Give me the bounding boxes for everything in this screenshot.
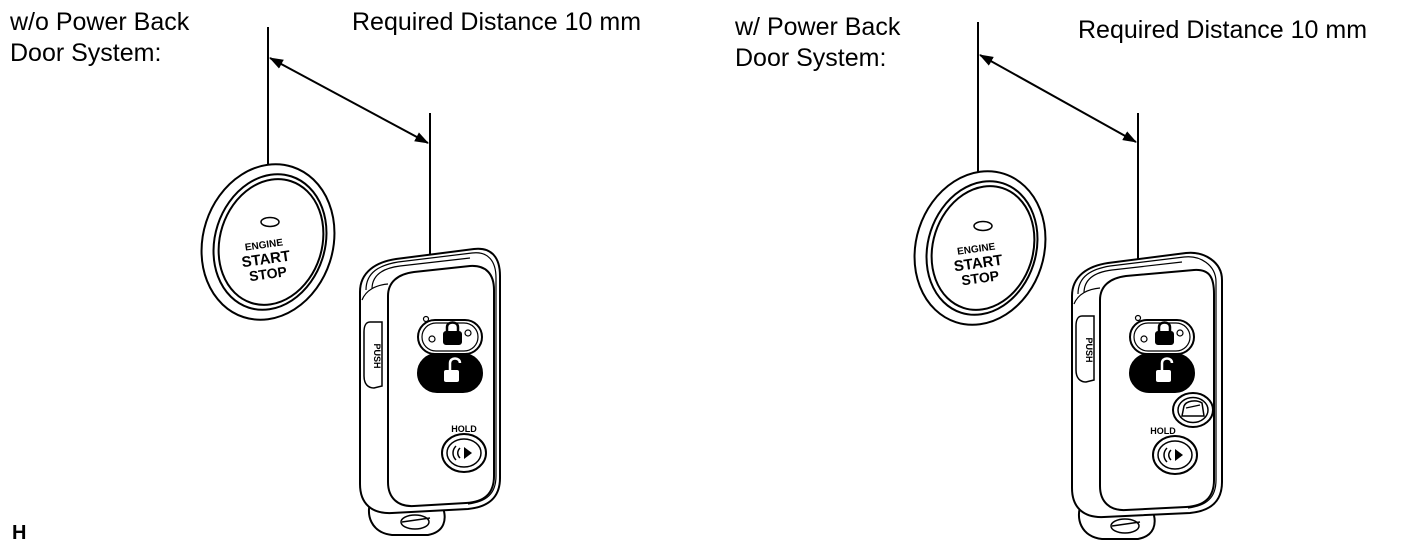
right-variant-label: w/ Power Back Door System: [735, 13, 901, 72]
side-push-label: PUSH [372, 343, 382, 368]
lock-icon [417, 319, 483, 355]
start-stop-button-icon: ENGINE START STOP [913, 170, 1047, 326]
corner-mark: H [12, 522, 27, 544]
smart-key-fob-icon: PUSH [1071, 251, 1223, 540]
hold-label: HOLD [451, 424, 477, 434]
button-text-engine: ENGINE [957, 241, 997, 257]
button-text-start: START [241, 248, 292, 272]
side-push-label: PUSH [1084, 337, 1094, 362]
dimension-arrow-icon [267, 27, 431, 258]
right-diagram: ENGINE START STOP PUSH [913, 22, 1223, 540]
lock-icon [1129, 319, 1195, 355]
dimension-arrow-icon [977, 22, 1139, 263]
left-distance-label: Required Distance 10 mm [352, 8, 642, 36]
hold-label: HOLD [1150, 426, 1176, 436]
left-variant-label: w/o Power Back Door System: [10, 8, 190, 67]
panic-icon: HOLD [1150, 426, 1198, 475]
left-diagram: ENGINE START STOP PUSH [200, 27, 501, 536]
button-text-start: START [953, 252, 1004, 276]
unlock-icon [1129, 353, 1195, 393]
button-text-stop: STOP [960, 267, 1000, 288]
start-stop-button-icon: ENGINE START STOP [200, 163, 336, 321]
panic-icon: HOLD [441, 424, 487, 473]
right-distance-label: Required Distance 10 mm [1078, 16, 1368, 44]
smart-key-fob-icon: PUSH HOLD [359, 247, 501, 536]
power-back-door-icon [1172, 392, 1214, 428]
button-text-stop: STOP [248, 263, 288, 284]
unlock-icon [417, 353, 483, 393]
button-text-engine: ENGINE [244, 237, 284, 253]
